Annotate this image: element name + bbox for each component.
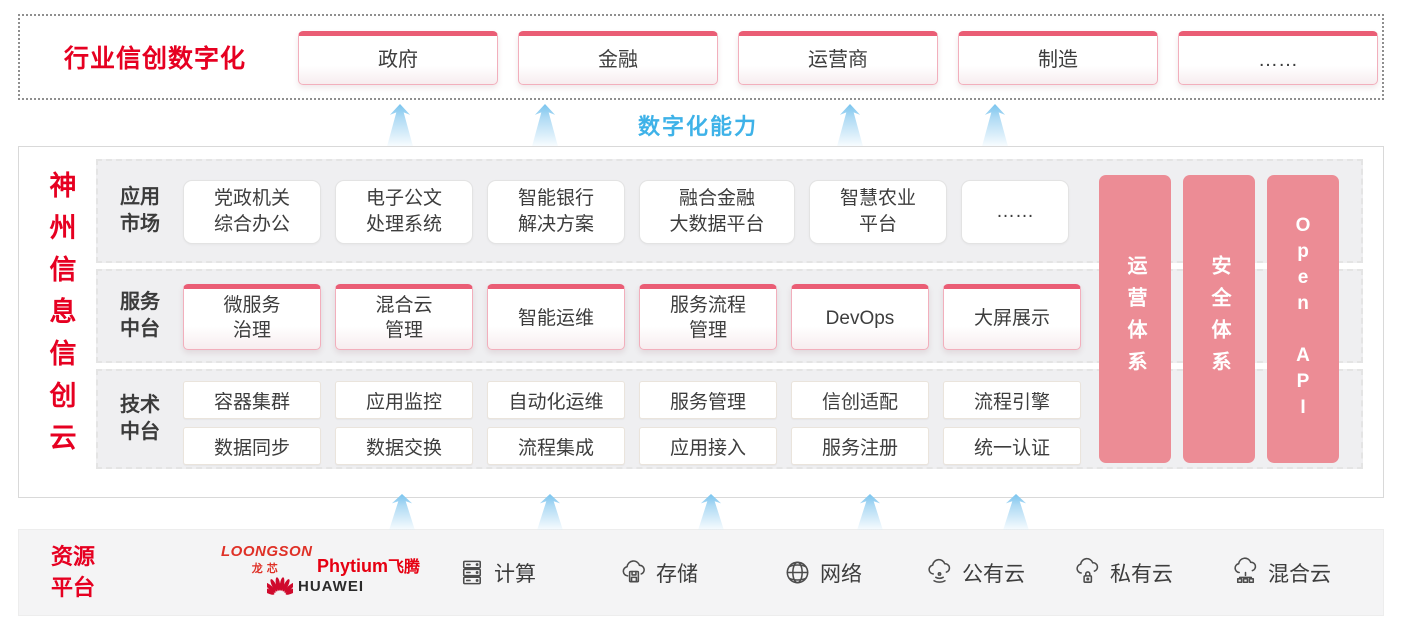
app-card: 智慧农业 平台 [809,180,947,244]
industry-card-ellipsis: …… [1178,31,1378,85]
service-card: 微服务 治理 [183,284,321,350]
sidebar-open-api: Open API [1267,175,1339,463]
compute-icon [462,560,481,585]
resource-platform-panel: 资源 平台 LOONGSON 龙芯 Phytium飞腾 HUAWEI [18,529,1384,616]
service-card: 大屏展示 [943,284,1081,350]
tech-card: 信创适配 [791,381,929,419]
resource-hybrid-cloud-label: 混合云 [1268,562,1331,586]
industry-card-manufacturing: 制造 [958,31,1158,85]
industry-banner-title: 行业信创数字化 [64,45,247,73]
up-arrow-icon [1003,494,1029,530]
tech-card: 容器集群 [183,381,321,419]
private-cloud-icon [1076,557,1099,583]
app-market-row: 应用 市场 党政机关 综合办公 电子公文 处理系统 智能银行 解决方案 融合金融… [96,159,1363,263]
capability-label: 数字化能力 [638,114,759,139]
tech-card: 应用接入 [639,427,777,465]
loongson-cn-label: 龙芯 [251,563,282,575]
up-arrow-icon [532,104,558,146]
tech-platform-label: 技术 中台 [120,394,160,443]
service-card: 服务流程 管理 [639,284,777,350]
up-arrow-icon [837,104,863,146]
tech-card: 统一认证 [943,427,1081,465]
tech-card: 自动化运维 [487,381,625,419]
up-arrow-icon [389,494,415,530]
tech-platform-row: 技术 中台 容器集群 应用监控 自动化运维 服务管理 信创适配 流程引擎 数据同… [96,369,1363,469]
tech-card: 服务注册 [791,427,929,465]
resource-storage: 存储 [618,530,698,615]
service-platform-label: 服务 中台 [120,291,160,340]
service-platform-row: 服务 中台 微服务 治理 混合云 管理 智能运维 服务流程 管理 DevOps … [96,269,1363,363]
huawei-logo: HUAWEI [267,576,364,597]
industry-card-finance: 金融 [518,31,718,85]
service-card: 智能运维 [487,284,625,350]
sidebar-operation-system: 运营体系 [1099,175,1171,463]
resource-public-cloud: 公有云 [924,530,1025,615]
industry-card-government: 政府 [298,31,498,85]
app-card: 智能银行 解决方案 [487,180,625,244]
industry-banner: 行业信创数字化 政府 金融 运营商 制造 …… [18,14,1384,100]
resource-storage-label: 存储 [656,562,698,586]
resource-compute-label: 计算 [494,562,536,586]
up-arrow-icon [387,104,413,146]
platform-vertical-title: 神州信息信创云 [45,171,76,465]
storage-icon [622,560,645,583]
up-arrow-icon [698,494,724,530]
tech-card: 流程集成 [487,427,625,465]
resource-private-cloud-label: 私有云 [1110,562,1173,586]
app-card: 电子公文 处理系统 [335,180,473,244]
up-arrow-icon [857,494,883,530]
tech-card: 服务管理 [639,381,777,419]
app-card: 党政机关 综合办公 [183,180,321,244]
app-card: 融合金融 大数据平台 [639,180,795,244]
huawei-flower-icon [267,577,293,595]
sidebar-operation-label: 运营体系 [1124,255,1146,383]
phytium-wordmark: Phytium [317,556,389,576]
tech-card: 流程引擎 [943,381,1081,419]
resource-hybrid-cloud: 混合云 [1230,530,1331,615]
industry-list: 政府 金融 运营商 制造 …… [298,31,1378,85]
sidebar-security-label: 安全体系 [1208,255,1230,383]
tech-card: 数据交换 [335,427,473,465]
tech-card: 应用监控 [335,381,473,419]
service-card: 混合云 管理 [335,284,473,350]
phytium-logo: Phytium飞腾 [317,553,420,577]
industry-card-operator: 运营商 [738,31,938,85]
loongson-logo: LOONGSON 龙芯 [221,543,313,576]
network-icon [786,561,809,584]
up-arrow-icon [982,104,1008,146]
sidebar-security-system: 安全体系 [1183,175,1255,463]
resource-network-label: 网络 [820,562,862,586]
loongson-wordmark: LOONGSON [221,543,313,560]
phytium-cn-label: 飞腾 [388,559,421,576]
public-cloud-icon [928,558,951,583]
app-market-label: 应用 市场 [120,186,160,235]
resource-private-cloud: 私有云 [1072,530,1173,615]
resource-public-cloud-label: 公有云 [962,562,1025,586]
up-arrow-icon [537,494,563,530]
sidebar-open-api-label: Open API [1292,215,1314,423]
huawei-wordmark: HUAWEI [298,578,364,595]
cloud-platform-panel: 神州信息信创云 应用 市场 党政机关 综合办公 电子公文 处理系统 智能银行 解… [18,146,1384,498]
tech-card: 数据同步 [183,427,321,465]
resource-compute: 计算 [456,530,536,615]
resource-network: 网络 [782,530,862,615]
service-card: DevOps [791,284,929,350]
app-card-ellipsis: …… [961,180,1069,244]
hybrid-cloud-icon [1234,557,1257,584]
resource-platform-label: 资源 平台 [51,543,96,600]
